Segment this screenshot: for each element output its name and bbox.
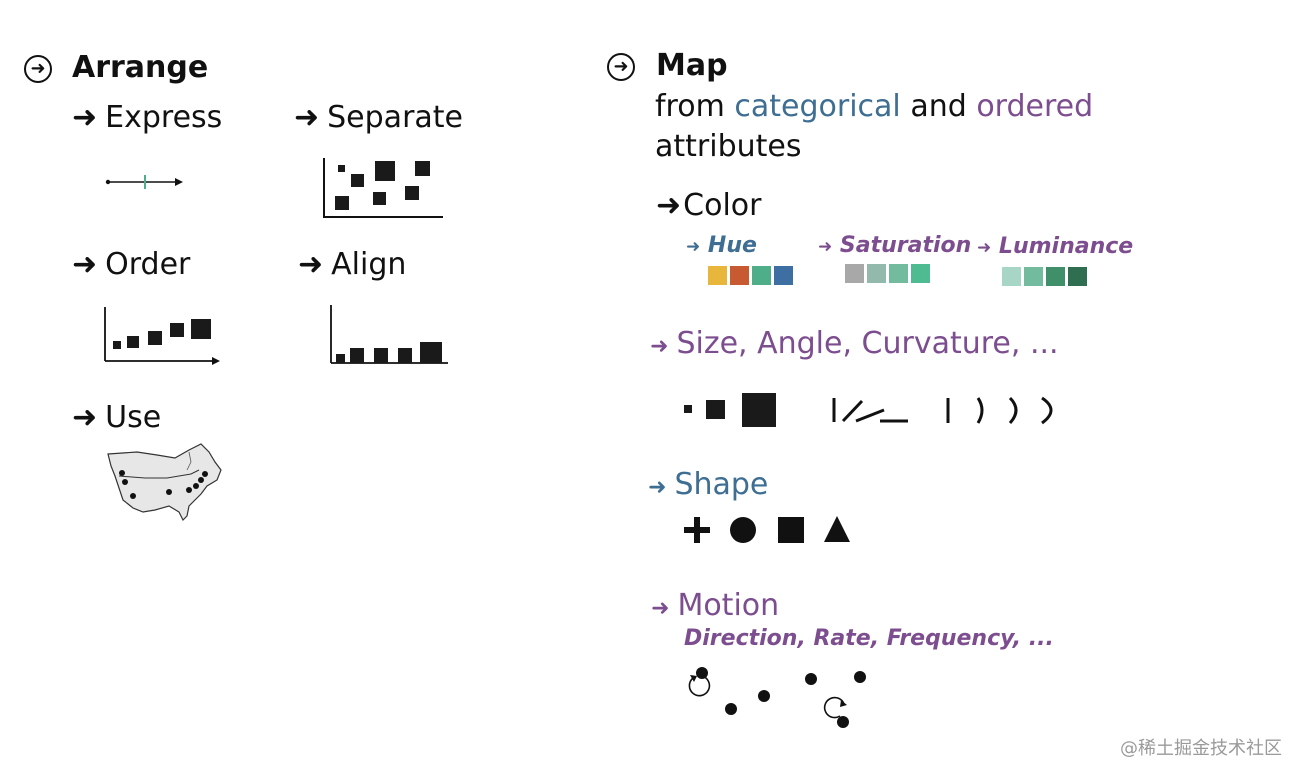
order-glyph — [104, 307, 220, 365]
motion-label: ➜Motion — [651, 588, 780, 623]
order-label: ➜Order — [72, 247, 191, 282]
swatch — [1024, 267, 1043, 286]
axis-y — [323, 158, 325, 218]
swatch — [730, 266, 749, 285]
square-mark — [415, 161, 430, 176]
arrow-icon: ➜ — [72, 400, 98, 435]
square-mark — [405, 186, 419, 200]
shape-glyphs — [684, 516, 850, 543]
square-mark — [373, 192, 386, 205]
motion-sublabel: Direction, Rate, Frequency, ... — [684, 626, 1054, 651]
arrow-icon: ➜ — [651, 596, 670, 621]
size-angle-curvature-glyphs — [684, 393, 1053, 427]
north-america-map-glyph — [107, 443, 222, 522]
square-mark — [335, 196, 349, 210]
swatch — [867, 264, 886, 283]
use-label: ➜Use — [72, 400, 162, 435]
arrow-icon: ➜ — [650, 334, 669, 359]
hue-swatches — [708, 266, 796, 289]
arrow-icon: ➜ — [656, 188, 682, 223]
separate-glyph — [323, 158, 445, 220]
axis-x — [323, 216, 443, 218]
swatch — [889, 264, 908, 283]
map-subtitle-line1: from categorical and ordered — [655, 89, 1094, 124]
arrow-icon: ➜ — [72, 247, 98, 282]
square-mark — [351, 174, 364, 187]
watermark: @稀土掘金技术社区 — [1120, 738, 1282, 759]
luminance-swatches — [1002, 267, 1090, 290]
color-label: ➜Color — [656, 188, 762, 223]
saturation-label: ➜ Saturation — [818, 233, 972, 258]
express-label: ➜Express — [72, 100, 223, 135]
swatch — [1046, 267, 1065, 286]
arrow-icon: ➜ — [298, 247, 324, 282]
swatch — [1002, 267, 1021, 286]
square-mark — [338, 165, 345, 172]
luminance-label: ➜ Luminance — [977, 234, 1134, 259]
separate-label: ➜Separate — [294, 100, 464, 135]
swatch — [1068, 267, 1087, 286]
map-heading: Map — [656, 48, 728, 83]
swatch — [708, 266, 727, 285]
arrow-icon: ➜ — [72, 100, 98, 135]
align-glyph — [330, 305, 448, 364]
motion-glyphs — [688, 667, 866, 728]
swatch — [752, 266, 771, 285]
arrow-icon: ➜ — [818, 237, 833, 257]
arrow-icon: ➜ — [977, 238, 992, 258]
saturation-swatches — [845, 264, 933, 287]
size-label: ➜Size, Angle, Curvature, ... — [650, 326, 1059, 361]
express-axis-glyph — [105, 175, 183, 189]
arrange-circle-arrow-icon: ➜ — [24, 55, 52, 83]
hue-label: ➜ Hue — [686, 233, 757, 258]
arrow-icon: ➜ — [294, 100, 320, 135]
swatch — [911, 264, 930, 283]
map-circle-arrow-icon: ➜ — [607, 53, 635, 81]
map-subtitle-line2: attributes — [655, 129, 802, 164]
arrange-heading: Arrange — [72, 50, 209, 85]
arrow-icon: ➜ — [648, 475, 667, 500]
square-mark — [375, 161, 395, 181]
swatch — [774, 266, 793, 285]
shape-label: ➜Shape — [648, 467, 769, 502]
swatch — [845, 264, 864, 283]
arrow-icon: ➜ — [686, 237, 701, 257]
align-label: ➜Align — [298, 247, 407, 282]
